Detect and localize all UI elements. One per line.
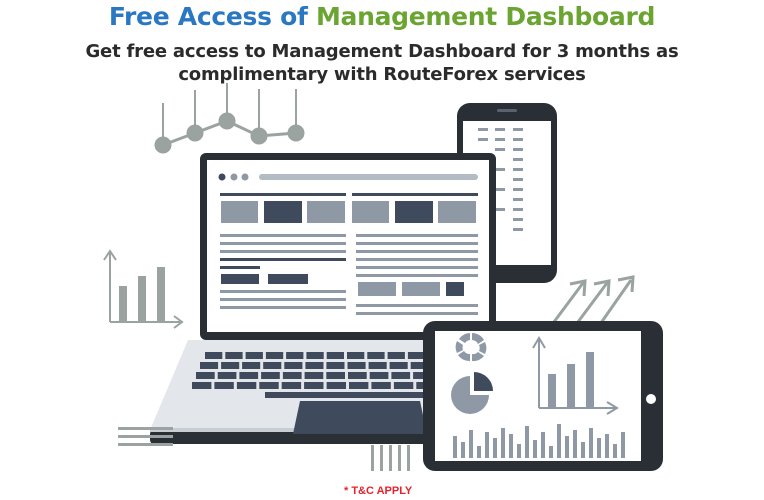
keyboard-key bbox=[391, 372, 411, 379]
histogram-bar bbox=[501, 428, 505, 458]
keyboard-key bbox=[326, 372, 345, 379]
histogram-bar bbox=[525, 426, 529, 458]
histogram-bar bbox=[621, 432, 625, 458]
terms-and-conditions-note: * T&C APPLY bbox=[344, 485, 413, 497]
keyboard-key bbox=[214, 382, 234, 389]
keyboard-key bbox=[205, 352, 223, 359]
headline-part-free-access: Free Access of bbox=[108, 2, 316, 31]
histogram-bar bbox=[581, 442, 585, 458]
keyboard-key bbox=[368, 362, 387, 369]
keyboard-key bbox=[261, 372, 280, 379]
keyboard-key bbox=[221, 362, 240, 369]
keyboard-key bbox=[326, 352, 344, 359]
histogram-bar bbox=[597, 438, 601, 458]
histogram-bar bbox=[613, 444, 617, 458]
keyboard-key bbox=[393, 382, 414, 389]
histogram-bar bbox=[485, 432, 489, 458]
tablet-device bbox=[423, 321, 663, 471]
subheadline-line-1: Get free access to Management Dashboard … bbox=[85, 41, 679, 62]
keyboard-key bbox=[305, 362, 324, 369]
keyboard-key bbox=[239, 372, 259, 379]
histogram-bar bbox=[541, 432, 545, 458]
floating-line-chart-icon bbox=[154, 83, 305, 154]
keyboard-key bbox=[349, 382, 369, 389]
histogram-bar bbox=[469, 430, 473, 458]
keyboard-key bbox=[389, 362, 408, 369]
keyboard-key bbox=[348, 372, 367, 379]
keyboard-key bbox=[217, 372, 237, 379]
laptop-trackpad bbox=[293, 401, 427, 434]
keyboard-key bbox=[281, 382, 302, 389]
keyboard-key bbox=[200, 362, 219, 369]
floating-bar-chart-icon bbox=[103, 249, 184, 329]
keyboard-key bbox=[304, 372, 324, 379]
keyboard-key bbox=[286, 352, 304, 359]
keyboard-key bbox=[369, 372, 389, 379]
keyboard-key bbox=[225, 352, 243, 359]
subheadline-line-2: complimentary with RouteForex services bbox=[178, 64, 586, 85]
laptop-keyboard bbox=[192, 352, 503, 398]
histogram-bar bbox=[557, 424, 561, 458]
histogram-bar bbox=[493, 438, 497, 458]
keyboard-key bbox=[284, 362, 303, 369]
keyboard-key bbox=[371, 382, 391, 389]
headline: Free Access of Management Dashboard bbox=[0, 2, 764, 31]
keyboard-key bbox=[304, 382, 324, 389]
decorative-lines bbox=[118, 427, 173, 446]
keyboard-key bbox=[192, 382, 212, 389]
histogram-bar bbox=[461, 442, 465, 458]
subheadline: Get free access to Management Dashboard … bbox=[0, 40, 764, 86]
keyboard-key bbox=[413, 372, 432, 379]
keyboard-key bbox=[263, 362, 282, 369]
keyboard-key bbox=[407, 352, 426, 359]
histogram-bar bbox=[573, 430, 577, 458]
histogram-bar bbox=[517, 444, 521, 458]
histogram-bar bbox=[565, 436, 569, 458]
histogram-bar bbox=[589, 428, 593, 458]
histogram-bar bbox=[549, 446, 553, 458]
headline-part-management-dashboard: Management Dashboard bbox=[315, 2, 656, 31]
keyboard-key bbox=[236, 382, 257, 389]
keyboard-key bbox=[265, 352, 284, 359]
keyboard-key bbox=[410, 362, 429, 369]
keyboard-key bbox=[245, 352, 263, 359]
tablet-histogram bbox=[453, 424, 625, 458]
histogram-bar bbox=[477, 446, 481, 458]
histogram-bar bbox=[533, 440, 537, 458]
keyboard-key bbox=[347, 362, 366, 369]
keyboard-key bbox=[367, 352, 385, 359]
keyboard-key bbox=[242, 362, 261, 369]
keyboard-key bbox=[306, 352, 324, 359]
keyboard-spacebar bbox=[265, 392, 435, 398]
keyboard-key bbox=[326, 362, 345, 369]
keyboard-key bbox=[259, 382, 279, 389]
keyboard-key bbox=[347, 352, 365, 359]
keyboard-key bbox=[326, 382, 346, 389]
keyboard-key bbox=[196, 372, 215, 379]
histogram-bar bbox=[605, 434, 609, 458]
keyboard-key bbox=[282, 372, 302, 379]
histogram-bar bbox=[453, 436, 457, 458]
keyboard-key bbox=[387, 352, 405, 359]
decorative-vertical-lines bbox=[371, 445, 410, 471]
histogram-bar bbox=[509, 434, 513, 458]
